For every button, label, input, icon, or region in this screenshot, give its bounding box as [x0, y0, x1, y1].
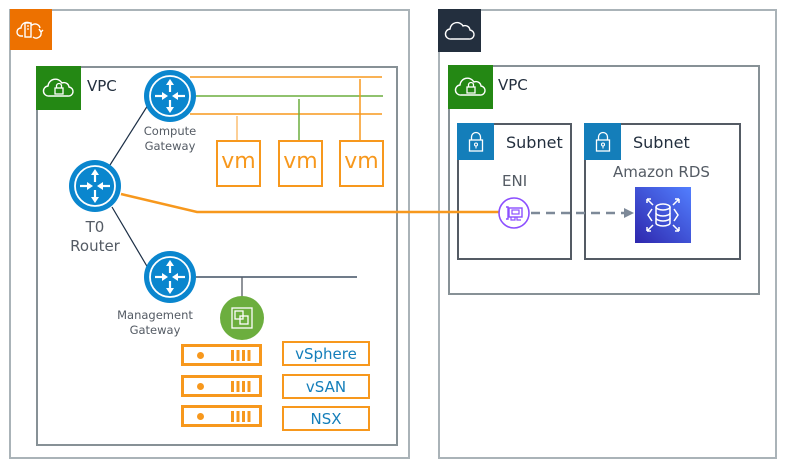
- aws-cloud-group-icon-box: [438, 9, 481, 52]
- t0-router-label-line2: Router: [70, 237, 120, 255]
- left-vpc-icon-box: [36, 66, 81, 110]
- vcenter-icon: [220, 296, 264, 340]
- server-icon: [181, 344, 262, 366]
- left-vpc-label: VPC: [87, 77, 117, 95]
- compute-gateway-label-line2: Gateway: [144, 139, 196, 153]
- vm-box-2: vm: [278, 140, 323, 187]
- right-vpc: [448, 65, 760, 295]
- compute-gateway-label: Compute Gateway: [130, 124, 210, 154]
- subnet-rds-icon-box: [584, 123, 621, 160]
- management-gateway-router-icon: [144, 251, 196, 303]
- t0-router-label: T0 Router: [60, 218, 130, 256]
- right-vpc-label: VPC: [498, 76, 528, 94]
- vm-box-1: vm: [216, 140, 261, 187]
- right-vpc-icon-box: [448, 65, 493, 109]
- nsx-label-box: NSX: [282, 406, 370, 431]
- eni-label: ENI: [502, 172, 528, 190]
- subnet-eni: [457, 123, 572, 260]
- management-gateway-label: Management Gateway: [115, 308, 195, 338]
- t0-to-management-link: [111, 206, 149, 269]
- lock-icon: [468, 131, 483, 152]
- vsphere-label-box: vSphere: [282, 341, 370, 366]
- rds-label: Amazon RDS: [613, 163, 710, 181]
- t0-to-eni-link: [120, 192, 499, 214]
- subnet-eni-icon-box: [457, 123, 494, 160]
- server-icon: [181, 405, 262, 427]
- amazon-rds-icon: [635, 187, 691, 243]
- vmware-cloud-group-icon-box: [10, 9, 52, 50]
- vsan-label-box: vSAN: [282, 374, 370, 399]
- compute-gateway-label-line1: Compute: [143, 124, 197, 138]
- vmware-cloud-on-aws-icon: [16, 21, 44, 39]
- arrow-head: [624, 208, 634, 218]
- aws-cloud-group: [438, 9, 777, 459]
- left-vpc: [36, 66, 398, 446]
- vpc-cloud-lock-icon: [454, 77, 486, 96]
- subnet-eni-label: Subnet: [506, 133, 563, 152]
- t0-to-compute-link: [109, 104, 149, 166]
- elastic-network-interface-icon: [498, 197, 530, 229]
- server-icon: [181, 375, 262, 397]
- lock-icon: [595, 131, 610, 152]
- management-gateway-label-line2: Gateway: [129, 323, 181, 337]
- t0-router-label-line1: T0: [85, 218, 105, 236]
- management-gateway-label-line1: Management: [117, 308, 193, 322]
- aws-cloud-icon: [444, 21, 475, 40]
- vpc-cloud-lock-icon: [42, 78, 74, 97]
- subnet-rds-label: Subnet: [633, 133, 690, 152]
- vm-box-3: vm: [339, 140, 384, 187]
- t0-router-icon: [69, 160, 121, 212]
- compute-gateway-router-icon: [144, 70, 196, 122]
- vmware-cloud-group: [9, 9, 410, 459]
- subnet-rds: [584, 123, 741, 260]
